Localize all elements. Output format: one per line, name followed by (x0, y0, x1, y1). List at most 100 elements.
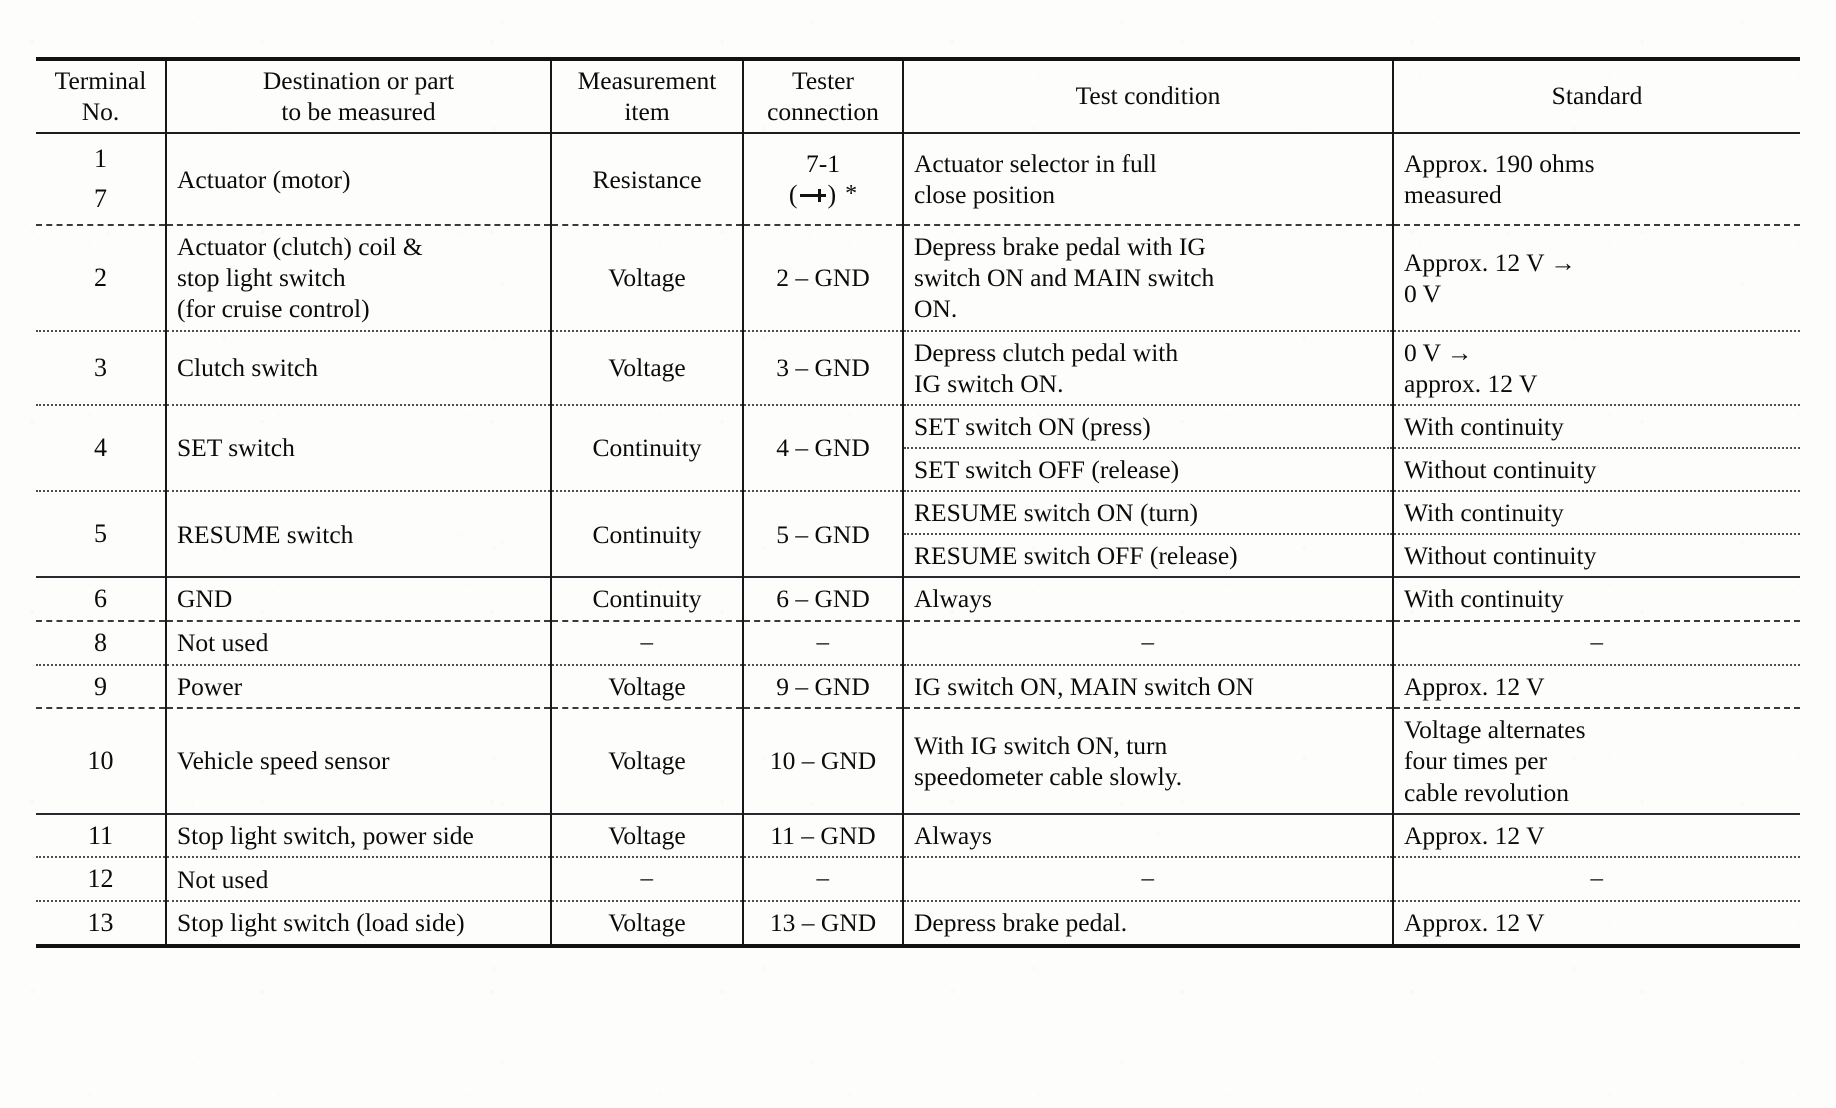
standard-cell: Voltage alternates four times per cable … (1392, 708, 1800, 814)
terminal-number: 11 (87, 820, 114, 850)
standard-line: 0 V → (1404, 337, 1473, 367)
tester-connection-cell: 13 – GND (742, 901, 903, 946)
test-condition-cell: Always (902, 577, 1393, 621)
destination-cell: Clutch switch (165, 330, 551, 405)
condition-line: With IG switch ON, turn (914, 730, 1168, 760)
test-condition-cell: Depress brake pedal with IG switch ON an… (902, 225, 1393, 331)
polarity-minus-plus-icon (799, 188, 826, 202)
terminal-number: 2 (94, 262, 107, 292)
table-header: Terminal No. Destination or part to be m… (36, 59, 1800, 134)
asterisk-icon: * (845, 181, 858, 208)
destination-cell: Actuator (clutch) coil & stop light swit… (165, 225, 551, 331)
standard-cell: Approx. 12 V (1392, 664, 1800, 709)
table-row: SET switch OFF (release) Without continu… (36, 447, 1800, 491)
tester-connection-cell: – (742, 620, 903, 665)
tester-connection-cell: 10 – GND (742, 708, 903, 814)
tester-connection-cell: 9 – GND (742, 664, 903, 709)
condition-line: close position (914, 180, 1055, 210)
standard-cell: With continuity (1392, 490, 1800, 536)
table-row: 2 Actuator (clutch) coil & stop light sw… (36, 225, 1800, 331)
terminal-number: 13 (87, 908, 114, 938)
test-condition-cell: Depress brake pedal. (902, 901, 1393, 946)
measurement-cell: Continuity (550, 490, 743, 578)
table-row: 9 Power Voltage 9 – GND IG switch ON, MA… (36, 664, 1800, 709)
standard-cell: Without continuity (1392, 534, 1800, 578)
destination-cell: Stop light switch (load side) (165, 901, 551, 946)
test-condition-cell: RESUME switch ON (turn) (902, 490, 1393, 536)
terminal-number: 1 (94, 144, 107, 174)
terminal-number: 9 (94, 671, 107, 701)
terminal-number: 12 (87, 864, 114, 894)
standard-cell: Approx. 12 V → 0 V (1392, 225, 1800, 331)
measurement-cell: Continuity (550, 404, 743, 491)
measurement-cell: – (550, 620, 743, 665)
column-header-standard: Standard (1392, 59, 1800, 134)
standard-line: Approx. 12 V → (1404, 247, 1576, 277)
column-header-tester: Tester connection (742, 59, 903, 134)
tester-connection-cell: 4 – GND (742, 404, 903, 491)
tester-connection-cell: 11 – GND (742, 813, 903, 858)
table-row: 13 Stop light switch (load side) Voltage… (36, 901, 1800, 946)
standard-cell: – (1392, 620, 1800, 665)
destination-cell: Vehicle speed sensor (165, 708, 551, 814)
destination-cell: Stop light switch, power side (165, 813, 551, 858)
condition-line: speedometer cable slowly. (914, 761, 1183, 791)
terminal-number: 6 (94, 584, 107, 614)
table-row: 3 Clutch switch Voltage 3 – GND Depress … (36, 330, 1800, 405)
table-row: 10 Vehicle speed sensor Voltage 10 – GND… (36, 708, 1800, 814)
terminal-number: 8 (94, 627, 107, 657)
destination-line: stop light switch (177, 263, 346, 293)
destination-cell: Not used (165, 620, 551, 665)
destination-cell: Actuator (motor) (165, 133, 551, 226)
destination-line: Actuator (clutch) coil & (177, 232, 423, 262)
terminal-number: 4 (94, 432, 107, 462)
test-condition-cell: SET switch OFF (release) (902, 447, 1393, 491)
table-row: 11 Stop light switch, power side Voltage… (36, 813, 1800, 858)
test-condition-cell: – (902, 620, 1393, 665)
tester-polarity-notation: ( ) * (789, 179, 857, 211)
measurement-cell: Voltage (550, 664, 743, 709)
measurement-cell: Voltage (550, 708, 743, 814)
terminal-number: 3 (94, 352, 107, 382)
table-row: 5 RESUME switch Continuity 5 – GND RESUM… (36, 490, 1800, 578)
tester-connection-cell: 2 – GND (742, 225, 903, 331)
header-row: Terminal No. Destination or part to be m… (36, 59, 1800, 134)
measurement-cell: Voltage (550, 901, 743, 946)
standard-line: Voltage alternates (1404, 715, 1586, 745)
standard-cell: Approx. 12 V (1392, 901, 1800, 946)
standard-line: four times per (1404, 746, 1548, 776)
tester-connection-cell: 7-1 ( ) * (742, 133, 903, 226)
standard-cell: Approx. 12 V (1392, 813, 1800, 858)
terminal-number: 10 (87, 746, 114, 776)
destination-line: (for cruise control) (177, 294, 370, 324)
table-body: 1 Actuator (motor) Resistance 7-1 ( ) * (36, 133, 1800, 946)
test-condition-cell: IG switch ON, MAIN switch ON (902, 664, 1393, 709)
test-condition-cell: – (902, 857, 1393, 902)
destination-cell: RESUME switch (165, 490, 551, 578)
column-header-destination: Destination or part to be measured (165, 59, 551, 134)
tester-connection-cell: 5 – GND (742, 490, 903, 578)
standard-cell: Approx. 190 ohms measured (1392, 133, 1800, 226)
column-header-measurement: Measurement item (550, 59, 743, 134)
test-condition-cell: SET switch ON (press) (902, 404, 1393, 449)
column-header-terminal: Terminal No. (54, 66, 147, 126)
measurement-cell: Voltage (550, 225, 743, 331)
tester-connection-pins: 7-1 (806, 148, 840, 178)
destination-cell: Not used (165, 857, 551, 902)
destination-cell: GND (165, 577, 551, 621)
standard-cell: 0 V → approx. 12 V (1392, 330, 1800, 405)
table-row: 1 Actuator (motor) Resistance 7-1 ( ) * (36, 133, 1800, 226)
paren-close-icon: ) (827, 179, 837, 209)
test-condition-cell: With IG switch ON, turn speedometer cabl… (902, 708, 1393, 814)
condition-line: Actuator selector in full (914, 149, 1157, 179)
standard-line: 0 V (1404, 278, 1442, 308)
measurement-cell: Voltage (550, 813, 743, 858)
tester-connection-cell: 3 – GND (742, 330, 903, 405)
measurement-cell: Continuity (550, 577, 743, 621)
condition-line: switch ON and MAIN switch (914, 263, 1215, 293)
table-row: 6 GND Continuity 6 – GND Always With con… (36, 577, 1800, 621)
standard-line: measured (1404, 180, 1502, 210)
standard-cell: With continuity (1392, 577, 1800, 621)
measurement-cell: Resistance (550, 133, 743, 226)
table-row: RESUME switch OFF (release) Without cont… (36, 534, 1800, 578)
